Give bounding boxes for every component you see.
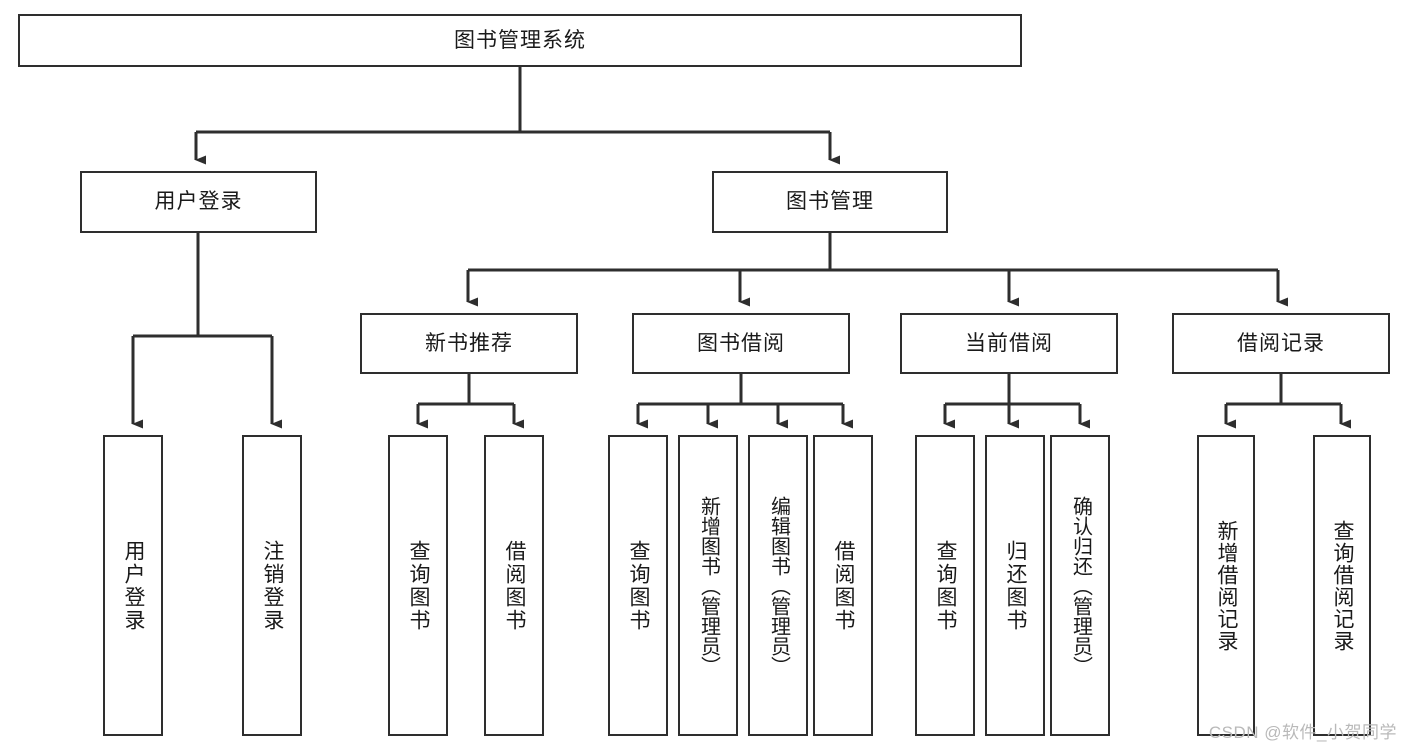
node-leaf-borrow-book-1[interactable]: 借阅图书 [484,435,544,736]
node-borrow-record-label: 借阅记录 [1237,331,1325,355]
node-leaf-confirm-return[interactable]: 确认归还（管理员） [1050,435,1110,736]
node-leaf-edit-book[interactable]: 编辑图书（管理员） [748,435,808,736]
node-leaf-confirm-return-label: 确认归还（管理员） [1069,495,1092,676]
node-new-book-recommend[interactable]: 新书推荐 [360,313,578,374]
node-root-label: 图书管理系统 [454,28,586,52]
node-user-login-label: 用户登录 [154,190,243,214]
node-leaf-logout-login-label: 注销登录 [261,539,285,632]
node-leaf-user-login[interactable]: 用户登录 [103,435,163,736]
node-leaf-add-record-label: 新增借阅记录 [1215,519,1239,652]
node-root[interactable]: 图书管理系统 [18,14,1022,67]
node-book-borrow-label: 图书借阅 [697,331,785,355]
node-leaf-borrow-book-2[interactable]: 借阅图书 [813,435,873,736]
node-leaf-query-record[interactable]: 查询借阅记录 [1313,435,1371,736]
node-current-borrow[interactable]: 当前借阅 [900,313,1118,374]
node-user-login[interactable]: 用户登录 [80,171,317,233]
node-leaf-borrow-book-1-label: 借阅图书 [503,539,527,632]
node-new-book-recommend-label: 新书推荐 [425,331,513,355]
node-leaf-add-book[interactable]: 新增图书（管理员） [678,435,738,736]
node-leaf-user-login-label: 用户登录 [122,539,146,632]
node-leaf-query-book-1-label: 查询图书 [407,539,431,632]
node-leaf-query-book-3[interactable]: 查询图书 [915,435,975,736]
node-book-manage[interactable]: 图书管理 [712,171,948,233]
node-leaf-return-book[interactable]: 归还图书 [985,435,1045,736]
node-leaf-query-book-3-label: 查询图书 [934,539,958,632]
node-book-manage-label: 图书管理 [786,190,874,214]
node-leaf-query-book-1[interactable]: 查询图书 [388,435,448,736]
node-leaf-add-book-label: 新增图书（管理员） [697,495,720,676]
node-current-borrow-label: 当前借阅 [965,331,1053,355]
node-leaf-query-record-label: 查询借阅记录 [1331,519,1355,652]
node-leaf-query-book-2[interactable]: 查询图书 [608,435,668,736]
node-leaf-add-record[interactable]: 新增借阅记录 [1197,435,1255,736]
node-leaf-borrow-book-2-label: 借阅图书 [832,539,856,632]
node-leaf-return-book-label: 归还图书 [1004,539,1028,632]
node-leaf-edit-book-label: 编辑图书（管理员） [767,495,790,676]
node-book-borrow[interactable]: 图书借阅 [632,313,850,374]
node-leaf-logout-login[interactable]: 注销登录 [242,435,302,736]
node-leaf-query-book-2-label: 查询图书 [627,539,651,632]
node-borrow-record[interactable]: 借阅记录 [1172,313,1390,374]
